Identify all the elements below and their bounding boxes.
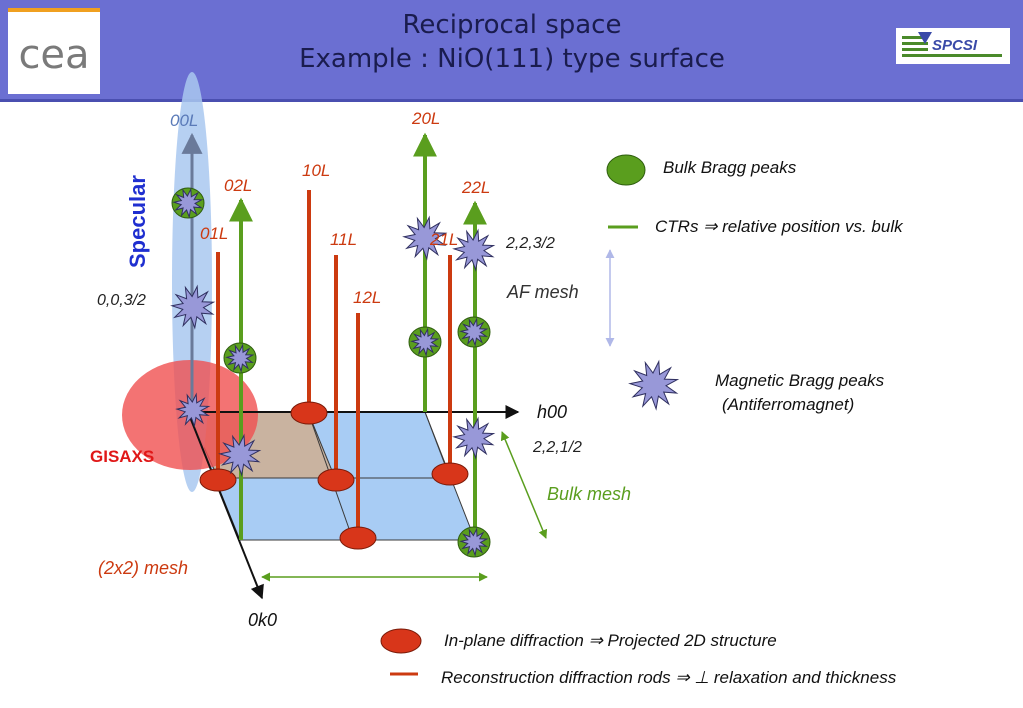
surface-mesh-label: (2x2) mesh	[98, 558, 188, 578]
bulk-mesh-label: Bulk mesh	[547, 484, 631, 504]
af-mesh-label: AF mesh	[506, 282, 579, 302]
rod-label-10L: 10L	[302, 161, 330, 180]
point-label-223-2: 2,2,3/2	[505, 235, 555, 252]
inplane-spot-icon	[290, 401, 328, 425]
legend-ctrs: CTRs ⇒ relative position vs. bulk	[655, 217, 904, 236]
legend-reconstruction: Reconstruction diffraction rods ⇒ ⊥ rela…	[441, 668, 897, 687]
spcsi-logo-icon: SPCSI	[902, 32, 1002, 57]
spcsi-logo: SPCSI	[896, 28, 1010, 64]
axis-label-h00: h00	[537, 402, 567, 422]
rod-label-21L: 21L	[429, 230, 458, 249]
bulk-bragg-peak-icon	[606, 154, 646, 186]
magnetic-star-icon	[175, 392, 211, 428]
rod-label-11L: 11L	[330, 230, 357, 249]
bulk-mesh-arrow-diagonal	[500, 431, 548, 539]
inplane-spot-icon	[199, 468, 237, 492]
specular-label: Specular	[125, 175, 150, 268]
legend: Bulk Bragg peaks CTRs ⇒ relative positio…	[380, 154, 904, 687]
magnetic-star-icon	[225, 343, 255, 373]
page-title: Reciprocal space Example : NiO(111) type…	[210, 8, 814, 76]
inplane-spot-icon	[317, 468, 355, 492]
cea-logo-text: cea	[18, 32, 89, 78]
inplane-spot-icon	[431, 462, 469, 486]
legend-magnetic-line2: (Antiferromagnet)	[722, 395, 854, 414]
magnetic-star-icon	[402, 215, 448, 261]
cea-logo: cea	[8, 8, 100, 94]
axis-label-0k0: 0k0	[248, 610, 277, 630]
k00-axis	[187, 411, 264, 600]
magnetic-star-icon	[459, 317, 489, 347]
spcsi-logo-text: SPCSI	[932, 37, 978, 54]
legend-bulk-bragg: Bulk Bragg peaks	[663, 158, 797, 177]
rod-label-01L: 01L	[200, 224, 228, 243]
magnetic-star-icon	[628, 359, 680, 411]
header-rule	[0, 99, 1023, 102]
point-label-221-2: 2,2,1/2	[532, 439, 582, 456]
magnetic-star-icon	[170, 284, 216, 330]
magnetic-star-icon	[218, 433, 262, 477]
rod-label-20L: 20L	[411, 109, 440, 128]
magnetic-star-icon	[172, 187, 204, 219]
legend-inplane: In-plane diffraction ⇒ Projected 2D stru…	[444, 631, 777, 650]
point-label-003-2: 0,0,3/2	[97, 292, 146, 309]
rod-label-02L: 02L	[224, 176, 252, 195]
inplane-spots	[199, 401, 469, 550]
magnetic-star-icon	[452, 228, 496, 272]
title-line-1: Reciprocal space	[402, 10, 622, 40]
slide-header: cea Reciprocal space Example : NiO(111) …	[0, 0, 1023, 102]
title-line-2: Example : NiO(111) type surface	[299, 44, 725, 74]
rod-label-22L: 22L	[461, 178, 490, 197]
magnetic-star-icon	[452, 416, 496, 460]
magnetic-star-icon	[459, 527, 489, 557]
magnetic-star-icon	[410, 327, 440, 357]
magnetic-star-icon	[628, 359, 680, 411]
legend-magnetic-line1: Magnetic Bragg peaks	[715, 371, 885, 390]
reconstruction-rods	[216, 190, 452, 540]
magnetic-bragg-peaks	[170, 187, 496, 557]
cea-logo-icon: cea	[18, 32, 89, 78]
rod-label-00L: 00L	[170, 111, 198, 130]
inplane-spot-icon	[339, 526, 377, 550]
rod-label-12L: 12L	[353, 288, 381, 307]
gisaxs-label: GISAXS	[90, 447, 154, 466]
inplane-spot-icon	[380, 628, 422, 654]
